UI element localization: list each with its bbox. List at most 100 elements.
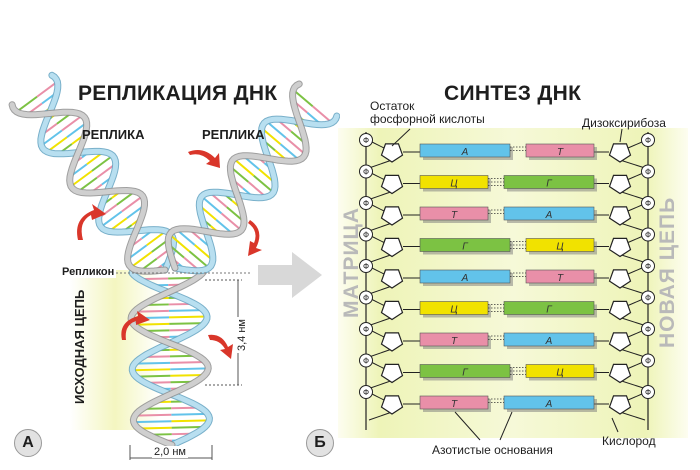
deoxyribose-label: Дизоксирибоза: [582, 116, 666, 130]
matrix-label: МАТРИЦА: [340, 206, 363, 318]
deoxyribose-left: [380, 269, 404, 289]
base-letter-left: Ц: [450, 179, 457, 190]
phosphate-right: [641, 353, 655, 368]
arrow-right-side: [248, 220, 262, 256]
deoxyribose-left: [380, 143, 404, 163]
deoxyribose-right: [608, 206, 632, 226]
arrow-left-upper: [77, 204, 106, 240]
phosphate-right: [641, 196, 655, 210]
replica-helix-right: [164, 80, 340, 275]
ester-bond-left: [371, 299, 385, 306]
bases-label: Азотистые основания: [432, 443, 553, 457]
deoxyribose-left: [380, 237, 404, 258]
base-letter-right: Г: [546, 305, 553, 316]
phosphate-left: [359, 196, 373, 210]
base-letter-right: Г: [546, 179, 553, 190]
base-letter-right: Ц: [556, 242, 563, 253]
deoxyribose-left: [380, 332, 404, 352]
phosphate-right: [641, 385, 655, 399]
phosphate-label-line2: фосфорной кислоты: [370, 112, 485, 126]
phosphate-symbol-left: Ф: [363, 294, 369, 303]
width-label: 2,0 нм: [152, 446, 188, 458]
deoxyribose-right: [608, 363, 632, 384]
rotation-arrows: [77, 150, 262, 359]
arrow-lower-right: [208, 334, 233, 359]
backbone-link-left: [368, 222, 393, 232]
backbone-link-left: [368, 159, 393, 169]
phosphate-right: [641, 164, 655, 179]
backbone-link-left: [368, 254, 393, 263]
phosphate-symbol-right: Ф: [645, 136, 651, 145]
backbone-link-right: [619, 191, 646, 200]
backbone-link-left: [368, 348, 393, 358]
ester-bond-left: [371, 267, 385, 275]
phosphate-symbol-left: Ф: [363, 136, 369, 145]
backbone-link-left: [368, 191, 393, 200]
backbone-link-right: [619, 159, 646, 169]
ester-bond-right: [627, 299, 643, 306]
replica-helix-left: [8, 71, 178, 275]
replicon-label: Репликон: [60, 266, 117, 278]
phosphate-left: [359, 353, 373, 368]
phosphate-left: [359, 290, 373, 305]
phosphate-left: [359, 259, 373, 273]
base-letter-left: А: [461, 273, 469, 284]
panel-a-letter: А: [14, 429, 42, 457]
phosphate-symbol-right: Ф: [645, 199, 651, 208]
deoxyribose-left: [380, 206, 404, 226]
backbone-link-left: [368, 411, 393, 421]
bases-pointer-2: [499, 411, 513, 441]
backbone-link-right: [619, 317, 646, 326]
backbone-link-left: [368, 317, 393, 326]
panel-b-letter: Б: [306, 429, 334, 457]
phosphate-right: [641, 259, 655, 273]
deoxyribose-right: [608, 332, 632, 352]
phosphate-symbol-left: Ф: [363, 357, 369, 366]
phosphate-right: [641, 290, 655, 305]
phosphate-left: [359, 227, 373, 242]
deoxyribose-left: [380, 363, 404, 384]
deoxyribose-right: [608, 143, 632, 163]
phosphate-left: [359, 322, 373, 336]
ester-bond-right: [627, 330, 643, 338]
base-letter-left: Г: [462, 368, 469, 379]
phosphate-symbol-right: Ф: [645, 262, 651, 271]
ester-bond-left: [371, 204, 385, 212]
new-chain-label: НОВАЯ ЦЕПЬ: [656, 196, 679, 348]
base-letter-left: А: [461, 147, 469, 158]
ester-bond-right: [627, 204, 643, 212]
ester-bond-right: [627, 267, 643, 275]
deoxyribose-right: [608, 174, 632, 195]
base-letter-right: А: [545, 399, 553, 410]
phosphate-symbol-right: Ф: [645, 357, 651, 366]
oxygen-label: Кислород: [602, 434, 656, 448]
base-letter-left: Т: [451, 399, 458, 410]
ester-bond-right: [627, 141, 643, 149]
base-letter-left: Т: [451, 210, 458, 221]
bases-pointer-1: [454, 411, 481, 441]
phosphate-right: [641, 227, 655, 242]
ester-bond-right: [627, 236, 643, 243]
ester-bond-left: [371, 141, 385, 149]
phosphate-label: Остаток фосфорной кислоты: [370, 100, 485, 126]
base-letter-right: А: [545, 210, 553, 221]
ester-bond-left: [371, 362, 385, 369]
backbone-link-right: [619, 380, 646, 389]
backbone-link-right: [619, 222, 646, 232]
replication-title: РЕПЛИКАЦИЯ ДНК: [78, 82, 278, 105]
dna-helices: [8, 71, 340, 449]
deoxyribose-pointer: [619, 128, 623, 143]
ester-bond-right: [627, 362, 643, 369]
backbone-link-right: [619, 411, 646, 421]
width-bracket: [129, 445, 213, 460]
phosphate-symbol-left: Ф: [363, 168, 369, 177]
ester-bond-left: [371, 173, 385, 180]
oxygen-pointer: [611, 417, 619, 433]
phosphate-label-line1: Остаток: [370, 99, 415, 113]
phosphate-symbol-left: Ф: [363, 231, 369, 240]
phosphate-right: [641, 133, 655, 147]
backbone-link-right: [619, 348, 646, 358]
replica-label-left: РЕПЛИКА: [82, 127, 145, 142]
phosphate-left: [359, 164, 373, 179]
